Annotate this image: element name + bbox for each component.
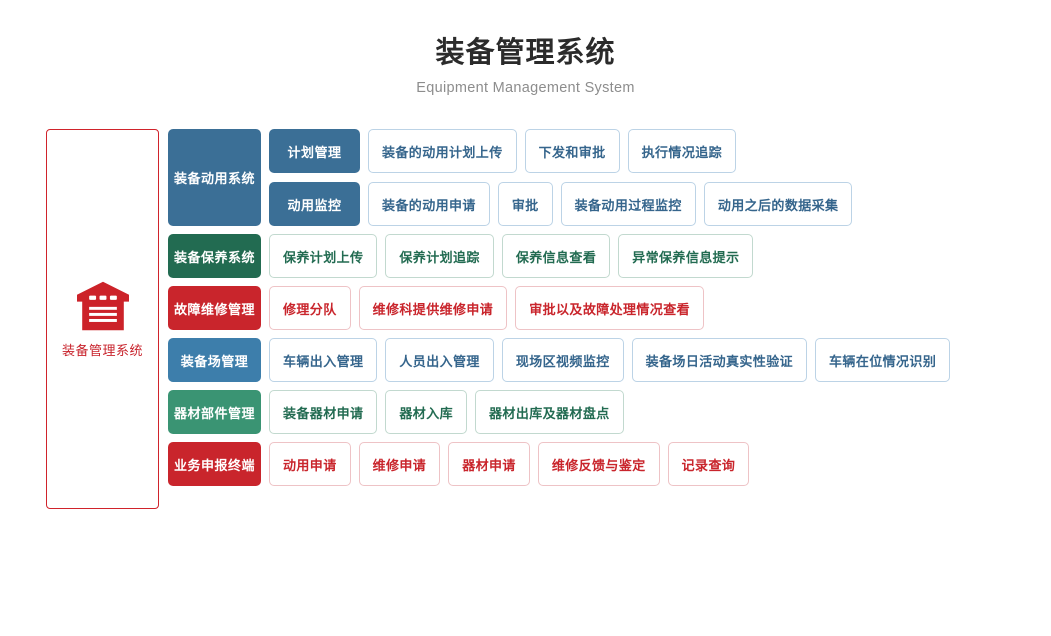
leaf-button[interactable]: 装备的动用计划上传 (368, 129, 517, 173)
category-chip-equipment-maintenance[interactable]: 装备保养系统 (168, 234, 261, 278)
category-chip-business-declaration[interactable]: 业务申报终端 (168, 442, 261, 486)
page-header: 装备管理系统 Equipment Management System (0, 0, 1051, 96)
subrow: 动用监控 装备的动用申请 审批 装备动用过程监控 动用之后的数据采集 (261, 182, 853, 226)
leaf-button[interactable]: 车辆在位情况识别 (815, 338, 951, 382)
leaf-button[interactable]: 动用申请 (269, 442, 351, 486)
leaf-button[interactable]: 执行情况追踪 (627, 129, 737, 173)
category-chip-fault-repair[interactable]: 故障维修管理 (168, 286, 261, 330)
leaf-button[interactable]: 保养信息查看 (501, 234, 611, 278)
category-chip-equipment-yard[interactable]: 装备场管理 (168, 338, 261, 382)
leaf-button[interactable]: 动用之后的数据采集 (703, 182, 853, 226)
module-row: 装备保养系统 保养计划上传 保养计划追踪 保养信息查看 异常保养信息提示 (168, 234, 950, 278)
subcategory-chip-usage-monitoring[interactable]: 动用监控 (269, 182, 360, 226)
module-row: 业务申报终端 动用申请 维修申请 器材申请 维修反馈与鉴定 记录查询 (168, 442, 950, 486)
leaf-button[interactable]: 车辆出入管理 (269, 338, 378, 382)
leaf-button[interactable]: 器材出库及器材盘点 (475, 390, 624, 434)
leaf-button[interactable]: 器材入库 (385, 390, 468, 434)
leaf-button[interactable]: 记录查询 (667, 442, 750, 486)
subrow: 计划管理 装备的动用计划上传 下发和审批 执行情况追踪 (261, 129, 852, 173)
page-subtitle: Equipment Management System (416, 79, 635, 96)
leaf-button[interactable]: 现场区视频监控 (501, 338, 624, 382)
leaf-button[interactable]: 维修反馈与鉴定 (537, 442, 660, 486)
leaf-button[interactable]: 下发和审批 (524, 129, 620, 173)
leaf-button[interactable]: 维修申请 (358, 442, 441, 486)
leaf-button[interactable]: 装备器材申请 (269, 390, 378, 434)
leaf-button[interactable]: 维修科提供维修申请 (358, 286, 508, 330)
module-rows: 装备动用系统 计划管理 装备的动用计划上传 下发和审批 执行情况追踪 动用监控 … (168, 129, 951, 494)
subcategory-chip-plan-management[interactable]: 计划管理 (269, 129, 360, 173)
leaf-button[interactable]: 保养计划追踪 (385, 234, 494, 278)
leaf-button[interactable]: 装备动用过程监控 (560, 182, 696, 226)
category-chip-parts-management[interactable]: 器材部件管理 (168, 390, 261, 434)
brand-label: 装备管理系统 (61, 342, 143, 358)
architecture-board: 装备管理系统 装备动用系统 计划管理 装备的动用计划上传 下发和审批 执行情况追… (0, 129, 1051, 509)
module-row: 装备动用系统 计划管理 装备的动用计划上传 下发和审批 执行情况追踪 动用监控 … (168, 129, 950, 226)
leaf-button[interactable]: 修理分队 (269, 286, 351, 330)
category-chip-equipment-usage[interactable]: 装备动用系统 (168, 129, 261, 226)
warehouse-icon (75, 280, 131, 332)
module-row: 器材部件管理 装备器材申请 器材入库 器材出库及器材盘点 (168, 390, 950, 434)
leaf-button[interactable]: 审批以及故障处理情况查看 (515, 286, 705, 330)
module-row: 故障维修管理 修理分队 维修科提供维修申请 审批以及故障处理情况查看 (168, 286, 950, 330)
subrow-group: 计划管理 装备的动用计划上传 下发和审批 执行情况追踪 动用监控 装备的动用申请… (261, 129, 853, 226)
module-row: 装备场管理 车辆出入管理 人员出入管理 现场区视频监控 装备场日活动真实性验证 … (168, 338, 951, 382)
leaf-button[interactable]: 器材申请 (448, 442, 530, 486)
brand-panel: 装备管理系统 (46, 129, 159, 509)
leaf-button[interactable]: 装备场日活动真实性验证 (631, 338, 808, 382)
leaf-button[interactable]: 人员出入管理 (385, 338, 494, 382)
leaf-button[interactable]: 异常保养信息提示 (618, 234, 754, 278)
leaf-button[interactable]: 保养计划上传 (269, 234, 378, 278)
leaf-button[interactable]: 审批 (497, 182, 553, 226)
leaf-button[interactable]: 装备的动用申请 (368, 182, 490, 226)
page-title: 装备管理系统 (435, 37, 616, 69)
